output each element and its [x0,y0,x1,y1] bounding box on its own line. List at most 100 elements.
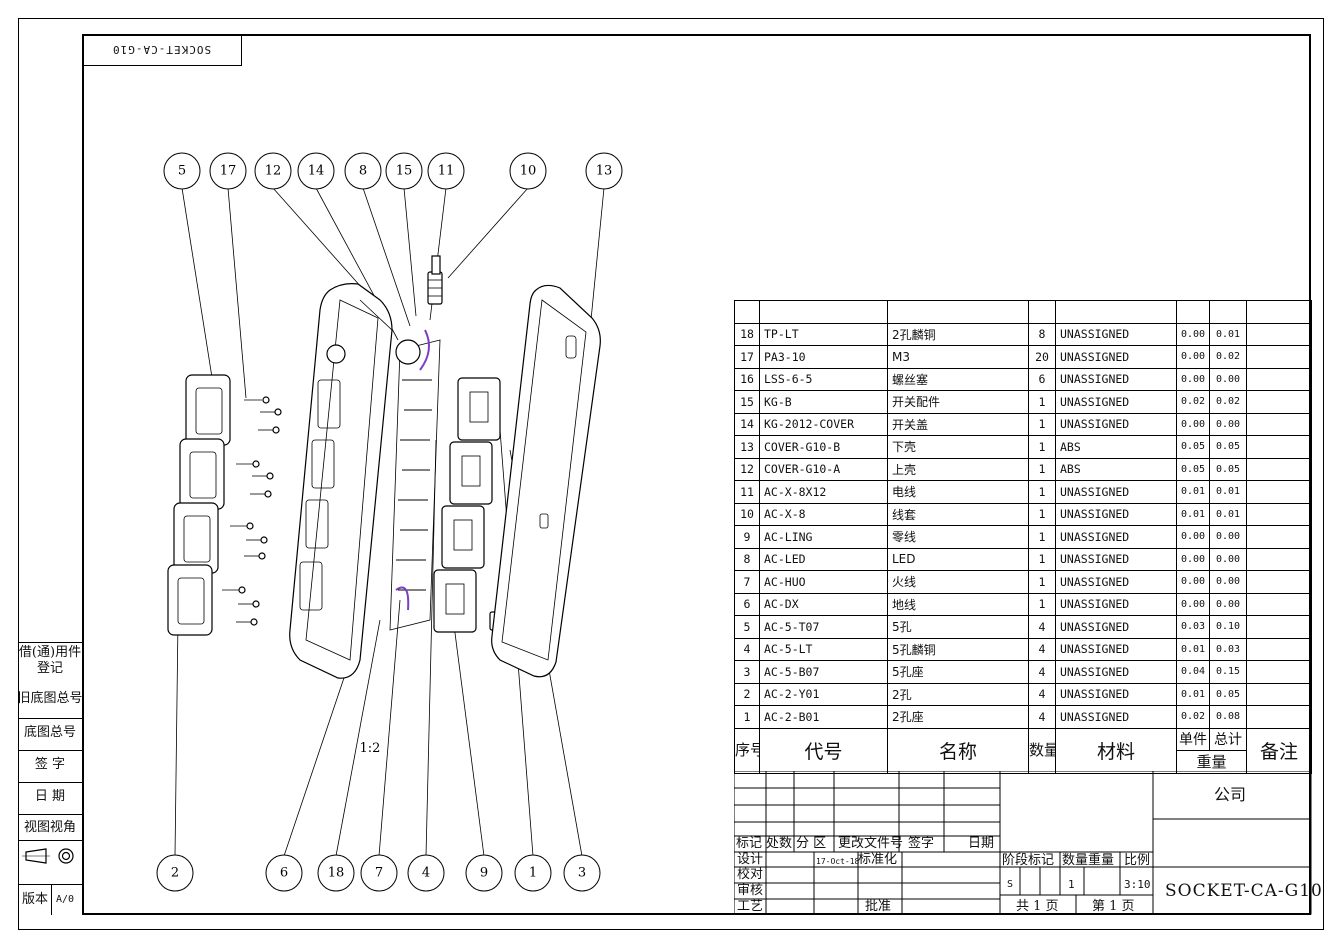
bom-cell-no: 6 [734,592,760,616]
revision-header-row: 标记 处数 分 区 更改文件号 签字 日期 [736,837,1262,851]
bom-cell-qty: 1 [1028,457,1056,481]
bom-header-code: 代号 [759,727,888,774]
bom-blank-row [734,300,1312,324]
bom-cell-qty: 4 [1028,682,1056,706]
screws [222,396,282,626]
bom-cell-unit-weight: 0.03 [1176,615,1210,639]
bom-cell-code: AC-HUO [759,570,888,594]
tb-scale-value: 3:10 [1124,878,1151,891]
version-label: 版本 [22,891,49,907]
bom-cell-code: AC-DX [759,592,888,616]
balloons-bottom: 2 6 18 7 4 9 1 3 [156,854,601,892]
bom-cell-remark [1246,705,1312,729]
bom-cell-unit-weight: 0.04 [1176,660,1210,684]
projection-symbol [18,840,82,870]
bom-cell-no: 1 [734,705,760,729]
bom-cell-total-weight: 0.02 [1209,390,1247,414]
bom-cell-name: 电线 [887,480,1029,504]
balloon-5: 5 [178,164,186,179]
balloon-15: 15 [396,164,413,179]
bom-cell-total-weight: 0.00 [1209,570,1247,594]
rev-date: 日期 [968,836,995,851]
side-old-drawing-no: 旧底图总号 [17,691,83,706]
bom-cell-no: 16 [734,367,760,391]
mirrored-drawing-label: SOCKET-CA-G10 [82,34,242,66]
bom-cell-name: 火线 [887,570,1029,594]
tb-quantity-value: 1 [1068,878,1075,891]
bom-cell-code: AC-LING [759,525,888,549]
side-drawing-no: 底图总号 [18,718,82,746]
bom-cell-qty: 4 [1028,637,1056,661]
bom-cell-no: 2 [734,682,760,706]
bom-cell-code: KG-B [759,390,888,414]
bom-cell-no: 10 [734,502,760,526]
bom-cell-unit-weight: 0.01 [1176,682,1210,706]
bom-cell-name: M3 [887,345,1029,369]
bom-cell-name: 5孔座 [887,660,1029,684]
bom-cell-total-weight: 0.00 [1209,367,1247,391]
bom-cell-name: 线套 [887,502,1029,526]
bom-cell-no: 11 [734,480,760,504]
bom-cell-no: 13 [734,435,760,459]
bom-cell-total-weight: 0.01 [1209,502,1247,526]
bom-cell-code: COVER-G10-A [759,457,888,481]
upper-cover [289,283,393,679]
bom-cell-remark [1246,480,1312,504]
bom-cell-qty: 1 [1028,502,1056,526]
tb-design: 设计 [737,852,764,867]
bom-cell-total-weight: 0.05 [1209,435,1247,459]
bom-cell-name: 2孔 [887,682,1029,706]
bom-cell-name: 2孔座 [887,705,1029,729]
bom-cell-total-weight: 0.01 [1209,322,1247,346]
side-signature: 签 字 [18,750,82,778]
bom-header-no: 序号 [734,727,760,774]
socket-seats [433,377,525,633]
tb-review: 审核 [737,883,764,898]
bom-cell-material: UNASSIGNED [1055,345,1177,369]
bom-cell-total-weight: 0.00 [1209,547,1247,571]
tb-drawing-no: SOCKET-CA-G10 [1165,881,1323,901]
bom-cell-qty: 8 [1028,322,1056,346]
exploded-view-drawing: 5 17 12 14 8 15 11 10 13 2 6 18 7 4 9 1 … [156,152,623,892]
bom-cell-total-weight: 0.05 [1209,682,1247,706]
bom-cell-name: 开关配件 [887,390,1029,414]
bom-cell-name: LED [887,547,1029,571]
balloon-11: 11 [438,164,455,179]
balloon-17: 17 [220,164,237,179]
balloon-14: 14 [308,164,325,179]
balloon-13: 13 [596,164,613,179]
bom-header-unit-weight: 单件 [1176,727,1210,752]
bom-cell-no: 17 [734,345,760,369]
bom-cell-total-weight: 0.10 [1209,615,1247,639]
bom-cell-unit-weight: 0.00 [1176,570,1210,594]
bom-cell-total-weight: 0.05 [1209,457,1247,481]
bom-cell-qty: 6 [1028,367,1056,391]
bom-cell-code: COVER-G10-B [759,435,888,459]
bom-cell-name: 开关盖 [887,412,1029,436]
bom-cell-material: UNASSIGNED [1055,660,1177,684]
tb-weight: 重量 [1088,853,1115,868]
balloon-12: 12 [265,164,282,179]
bom-cell-remark [1246,435,1312,459]
bom-cell-qty: 4 [1028,705,1056,729]
bom-cell-qty: 1 [1028,592,1056,616]
version-value: A/0 [56,893,75,905]
bom-cell-code: TP-LT [759,322,888,346]
bom-cell-name: 下壳 [887,435,1029,459]
bom-cell-total-weight: 0.01 [1209,480,1247,504]
bom-cell-material: UNASSIGNED [1055,615,1177,639]
bom-cell-name: 零线 [887,525,1029,549]
bom-cell-qty: 1 [1028,390,1056,414]
bom-cell-remark [1246,570,1312,594]
bom-cell-material: ABS [1055,457,1177,481]
bom-cell-remark [1246,682,1312,706]
title-block-grid [734,771,1312,915]
